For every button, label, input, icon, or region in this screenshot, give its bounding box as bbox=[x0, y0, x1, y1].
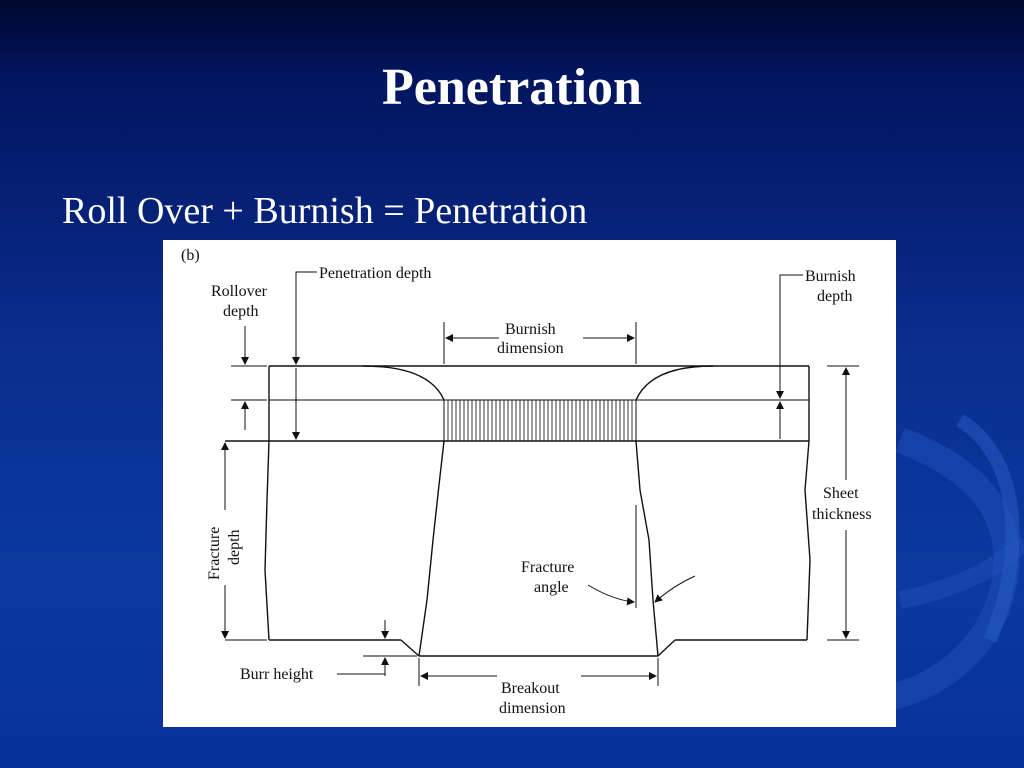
panel-tag: (b) bbox=[181, 247, 200, 264]
burr-height-label: Burr height bbox=[240, 666, 314, 683]
burnish-dimension-label-line1: Burnish bbox=[505, 321, 556, 338]
fracture-zone bbox=[418, 440, 659, 657]
burnish-depth-label-line1: Burnish bbox=[805, 268, 856, 285]
rollover-depth-label-line2: depth bbox=[223, 303, 259, 320]
penetration-depth-label: Penetration depth bbox=[319, 265, 431, 282]
sheet-thickness-label-line1: Sheet bbox=[823, 485, 859, 502]
burnish-dimension-callout: Burnish dimension bbox=[443, 321, 637, 364]
fracture-angle-callout: Fracture angle bbox=[521, 505, 696, 608]
fracture-angle-label-line2: angle bbox=[534, 579, 569, 596]
fracture-angle-label-line1: Fracture bbox=[521, 559, 574, 576]
burr-height-callout: Burr height bbox=[240, 620, 417, 683]
penetration-depth-callout: Penetration depth bbox=[292, 265, 431, 440]
blanking-edge-diagram: (b) Penetration depth Rollover bbox=[163, 240, 896, 727]
slide-title: Penetration bbox=[382, 59, 642, 116]
burnish-depth-label-line2: depth bbox=[817, 288, 853, 305]
breakout-dimension-label-line1: Breakout bbox=[501, 680, 560, 697]
fracture-depth-callout: Fracture depth bbox=[206, 442, 267, 641]
slide-subtitle: Roll Over + Burnish = Penetration bbox=[62, 190, 588, 232]
breakout-dimension-callout: Breakout dimension bbox=[418, 658, 659, 717]
fracture-depth-label-line1: Fracture bbox=[206, 527, 223, 580]
burnish-dimension-label-line2: dimension bbox=[497, 340, 564, 357]
sheet-thickness-label-line2: thickness bbox=[812, 506, 872, 523]
rollover-depth-callout: Rollover depth bbox=[211, 283, 268, 430]
rollover-depth-label-line1: Rollover bbox=[211, 283, 268, 300]
sheet-thickness-callout: Sheet thickness bbox=[812, 365, 872, 641]
burnish-depth-callout: Burnish depth bbox=[776, 268, 856, 439]
burnish-zone bbox=[443, 399, 637, 442]
breakout-dimension-label-line2: dimension bbox=[499, 700, 566, 717]
diagram-canvas: (b) Penetration depth Rollover bbox=[181, 247, 872, 717]
fracture-depth-label-line2: depth bbox=[226, 529, 243, 565]
